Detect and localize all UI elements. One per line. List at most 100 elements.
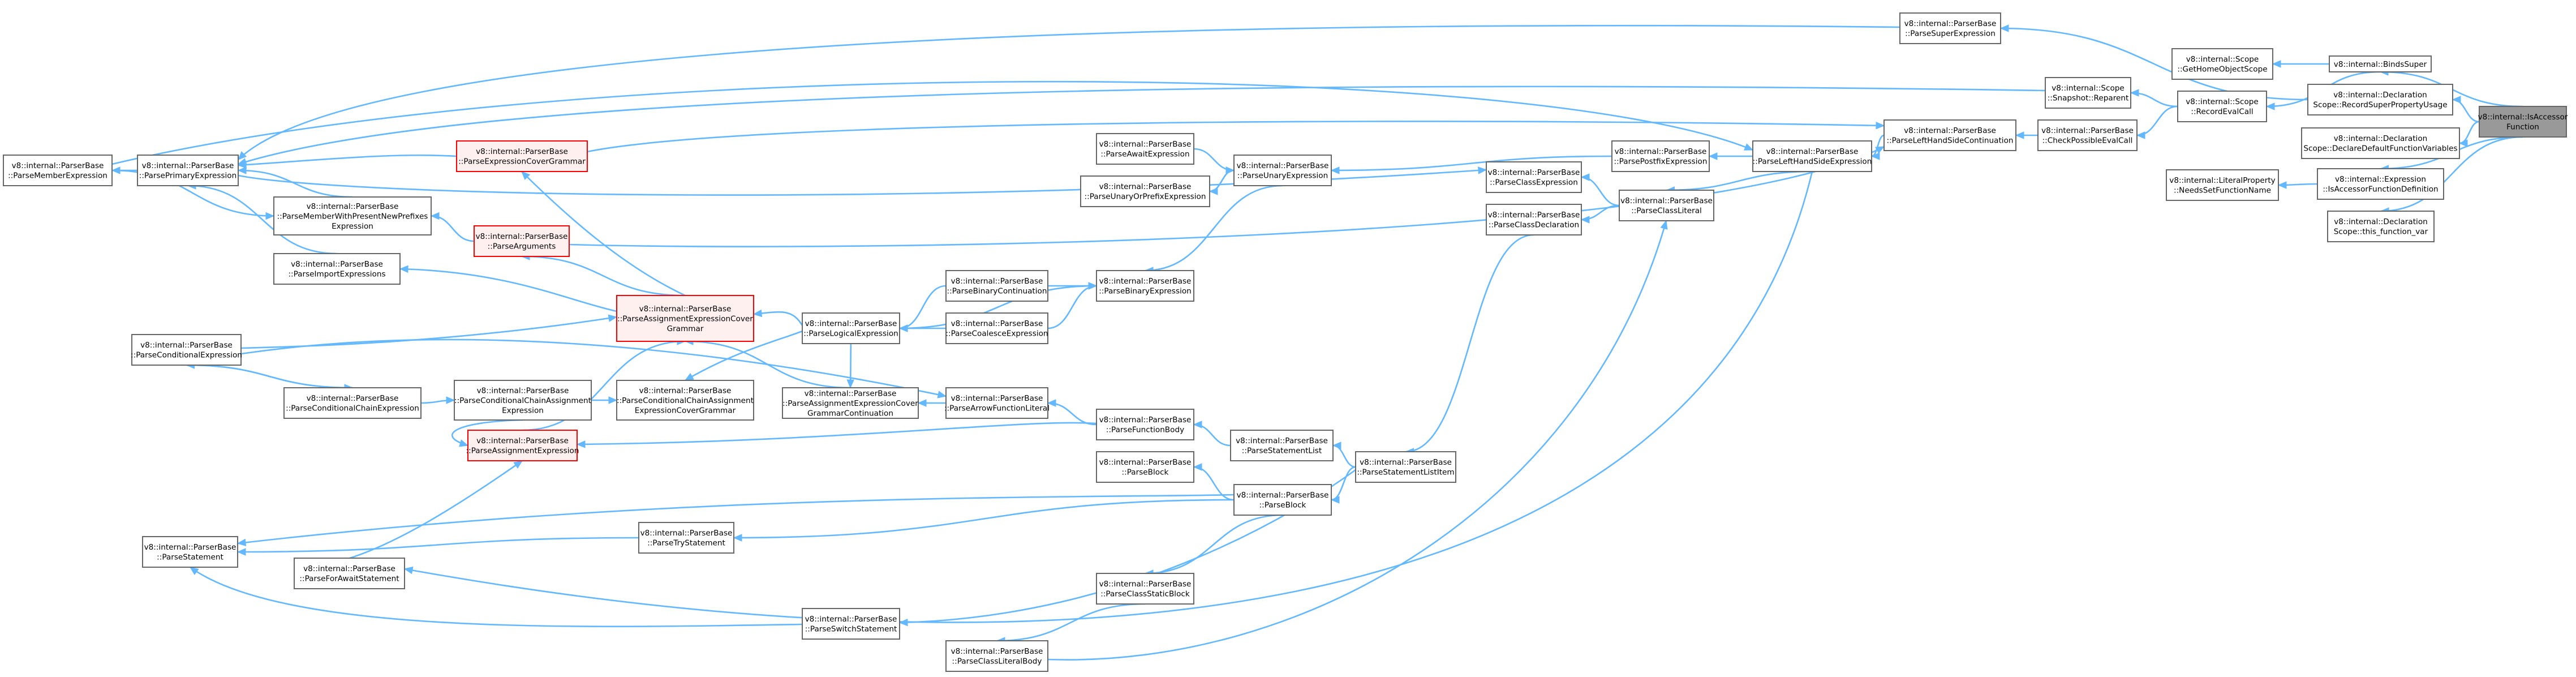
edge-parseStatement-to-parseBlock (236, 494, 1235, 547)
node-label: ExpressionCoverGrammar (635, 406, 736, 415)
node-box (1230, 430, 1334, 461)
node-label: ::CheckPossibleEvalCall (2042, 136, 2133, 145)
edge-needsSetFn-to-isAccessorDef (2277, 181, 2318, 189)
node-label: ::ParseMemberExpression (8, 172, 107, 181)
node-parseAssignment[interactable]: v8::internal::ParserBase::ParseAssignmen… (466, 430, 579, 461)
node-box (131, 334, 242, 366)
nodes-layer: v8::internal::IsAccessorFunctionv8::inte… (3, 12, 2568, 672)
node-parseClassExpr[interactable]: v8::internal::ParserBase::ParseClassExpr… (1486, 161, 1582, 193)
node-parseArguments[interactable]: v8::internal::ParserBase::ParseArguments (474, 225, 570, 257)
edge-parseUnaryOrPrefix-to-parseUnary (1209, 169, 1235, 195)
node-parseSwitch[interactable]: v8::internal::ParserBase::ParseSwitchSta… (802, 608, 900, 640)
node-bindsSuper[interactable]: v8::internal::BindsSuper (2329, 55, 2432, 72)
arrowhead (238, 151, 247, 160)
node-parseStatementList[interactable]: v8::internal::ParserBase::ParseStatement… (1230, 430, 1334, 461)
node-needsSetFn[interactable]: v8::internal::LiteralProperty::NeedsSetF… (2166, 169, 2279, 201)
node-parseMember[interactable]: v8::internal::ParserBase::ParseMemberExp… (3, 155, 113, 186)
node-box (2045, 77, 2131, 109)
edge-parseAssignment-to-parseForAwait (349, 460, 523, 559)
node-box (1080, 175, 1210, 207)
node-parseLHSExpr[interactable]: v8::internal::ParserBase::ParseLeftHandS… (1752, 140, 1872, 172)
node-parseExprCover[interactable]: v8::internal::ParserBase::ParseExpressio… (456, 140, 588, 172)
node-isAccessor[interactable]: v8::internal::IsAccessorFunction (2478, 106, 2568, 138)
node-label: v8::internal::ParserBase (1615, 147, 1707, 156)
edge-declareDefault-to-isAccessor (2458, 121, 2480, 147)
node-parseClassStatic[interactable]: v8::internal::ParserBase::ParseClassStat… (1096, 573, 1194, 605)
edge-parseMember-to-parsePrimary (111, 166, 137, 174)
node-parseConditional[interactable]: v8::internal::ParserBase::ParseCondition… (131, 334, 242, 366)
node-recordSuper[interactable]: v8::internal::DeclarationScope::RecordSu… (2307, 84, 2453, 115)
node-parseImport[interactable]: v8::internal::ParserBase::ParseImportExp… (273, 253, 401, 285)
edge-parseClassStatic-to-parseBlock (1144, 514, 1283, 577)
node-label: v8::internal::Scope (2186, 55, 2259, 64)
node-box (1096, 133, 1194, 165)
node-label: v8::internal::ParserBase (291, 260, 383, 269)
node-parseLHSCont[interactable]: v8::internal::ParserBase::ParseLeftHandS… (1883, 119, 2016, 151)
arrowhead (1332, 442, 1341, 449)
node-declareDefault[interactable]: v8::internal::DeclarationScope::DeclareD… (2301, 127, 2460, 159)
node-parsePostfix[interactable]: v8::internal::ParserBase::ParsePostfixEx… (1611, 140, 1710, 172)
node-parseBlockPlain[interactable]: v8::internal::ParserBase::ParseBlock (1096, 451, 1194, 483)
edge-line (1193, 423, 1231, 447)
node-parseStatement[interactable]: v8::internal::ParserBase::ParseStatement (142, 536, 238, 568)
node-box (1899, 12, 2001, 44)
node-checkPossibleEval[interactable]: v8::internal::ParserBase::CheckPossibleE… (2037, 119, 2138, 151)
node-parseArrowLit[interactable]: v8::internal::ParserBase::ParseArrowFunc… (944, 387, 1050, 419)
edge-snapshotReparent-to-recordEval (2130, 89, 2178, 108)
edge-line (190, 566, 803, 628)
node-label: v8::internal::Expression (2335, 175, 2426, 184)
node-box (1233, 484, 1332, 516)
node-parseCondChainAssign[interactable]: v8::internal::ParserBase::ParseCondition… (454, 380, 592, 421)
node-parseCondChainCover[interactable]: v8::internal::ParserBase::ParseCondition… (616, 380, 754, 421)
node-parseAssignCover[interactable]: v8::internal::ParserBase::ParseAssignmen… (616, 295, 754, 342)
edge-parseAssignment-to-parseCondChainAssign (451, 419, 523, 447)
arrowhead (2136, 131, 2145, 139)
node-parseAwait[interactable]: v8::internal::ParserBase::ParseAwaitExpr… (1096, 133, 1194, 165)
node-parseFunctionBody[interactable]: v8::internal::ParserBase::ParseFunctionB… (1096, 409, 1194, 440)
edge-line (1331, 155, 1612, 172)
node-label: ::ParseAwaitExpression (1100, 150, 1189, 159)
node-parseLogical[interactable]: v8::internal::ParserBase::ParseLogicalEx… (802, 312, 900, 344)
node-parseCoalesce[interactable]: v8::internal::ParserBase::ParseCoalesceE… (945, 312, 1048, 344)
node-label: ::RecordEvalCall (2191, 108, 2253, 117)
node-thisFuncVar[interactable]: v8::internal::DeclarationScope::this_fun… (2327, 211, 2435, 242)
node-parseUnary[interactable]: v8::internal::ParserBase::ParseUnaryExpr… (1233, 155, 1332, 186)
node-box (2327, 211, 2435, 242)
node-isAccessorDef[interactable]: v8::internal::Expression::IsAccessorFunc… (2317, 168, 2444, 200)
node-parseAssignCoverCont[interactable]: v8::internal::ParserBase::ParseAssignmen… (782, 387, 919, 419)
edge-line (238, 169, 1487, 196)
node-parseStatementListItem[interactable]: v8::internal::ParserBase::ParseStatement… (1355, 451, 1456, 483)
node-box (1096, 409, 1194, 440)
node-parseForAwait[interactable]: v8::internal::ParserBase::ParseForAwaitS… (294, 558, 405, 589)
edge-line (1145, 514, 1283, 575)
edge-line (569, 145, 1885, 247)
arrowhead (2277, 181, 2287, 189)
node-parseMemberNewPrefixes[interactable]: v8::internal::ParserBase::ParseMemberWit… (273, 196, 432, 235)
node-parseSuperExpr[interactable]: v8::internal::ParserBase::ParseSuperExpr… (1899, 12, 2001, 44)
node-label: ::ParseFunctionBody (1106, 426, 1184, 435)
node-parseBinaryCont[interactable]: v8::internal::ParserBase::ParseBinaryCon… (945, 270, 1048, 302)
node-label: ::ParsePrimaryExpression (139, 172, 236, 181)
node-parseTry[interactable]: v8::internal::ParserBase::ParseTryStatem… (638, 522, 734, 554)
node-parseUnaryOrPrefix[interactable]: v8::internal::ParserBase::ParseUnaryOrPr… (1080, 175, 1210, 207)
node-parsePrimary[interactable]: v8::internal::ParserBase::ParsePrimaryEx… (137, 155, 239, 186)
node-parseClassLitBody[interactable]: v8::internal::ParserBase::ParseClassLite… (945, 640, 1048, 672)
arrowhead (403, 566, 414, 575)
node-parseBlock[interactable]: v8::internal::ParserBase::ParseBlock (1233, 484, 1332, 516)
node-snapshotReparent[interactable]: v8::internal::Scope::Snapshot::Reparent (2045, 77, 2131, 109)
node-parseBinary[interactable]: v8::internal::ParserBase::ParseBinaryExp… (1096, 270, 1194, 302)
node-parseClassDecl[interactable]: v8::internal::ParserBase::ParseClassDecl… (1486, 204, 1582, 235)
node-getHomeObj[interactable]: v8::internal::Scope::GetHomeObjectScope (2171, 48, 2273, 80)
arrowhead (898, 324, 908, 332)
node-parseCondChainExpr[interactable]: v8::internal::ParserBase::ParseCondition… (283, 387, 422, 419)
node-parseClassLit[interactable]: v8::internal::ParserBase::ParseClassLite… (1619, 190, 1714, 221)
node-box (2037, 119, 2138, 151)
node-label: v8::internal::ParserBase (639, 386, 732, 395)
node-recordEval[interactable]: v8::internal::Scope::RecordEvalCall (2177, 91, 2267, 122)
edge-parseImport-to-parseAssignCover (399, 265, 617, 312)
edge-parseStatementListItem-to-parseClassDecl (1405, 234, 1534, 456)
node-label: v8::internal::ParserBase (951, 647, 1043, 656)
arrowhead (1660, 220, 1668, 230)
edge-line (1332, 444, 1356, 468)
node-label: v8::internal::LiteralProperty (2169, 176, 2275, 185)
